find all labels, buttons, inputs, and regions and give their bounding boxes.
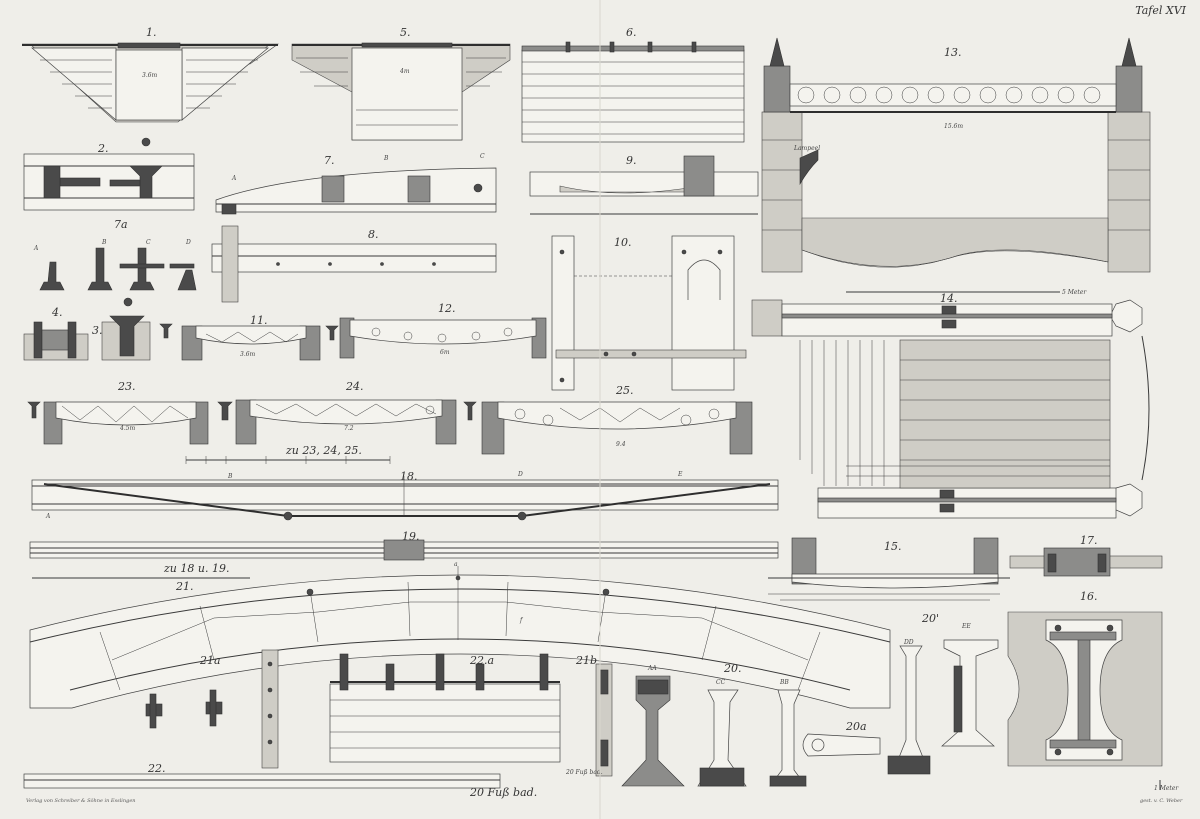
lamp-caption: Lampeel: [793, 145, 820, 152]
figure-1: 1. 3.6m: [22, 26, 279, 123]
figure-17-label: 17.: [1080, 534, 1098, 547]
figure-25: 25. 9.4: [481, 384, 753, 455]
figure-7: 7. A B C: [215, 153, 497, 215]
figure-2-label: 2.: [97, 142, 109, 155]
mark-D-fig18: D: [517, 471, 523, 478]
figure-13: 13. Lampeel: [761, 37, 1151, 273]
figure-21a: 21a: [145, 649, 279, 769]
figure-10: 10.: [551, 235, 747, 391]
figure-20a-label: 20a: [845, 720, 867, 733]
figure-20: 20. AA CC BB: [621, 662, 807, 787]
plate-title: Tafel XVI: [1135, 4, 1186, 17]
figure-21b-label: 21b: [575, 654, 597, 667]
figure-20a: 20a: [802, 720, 881, 757]
figure-18: 18. A B D E: [31, 470, 779, 521]
dim-fig13: 15.6m: [944, 123, 963, 130]
figure-23: 23. 4.5m: [27, 380, 209, 445]
figure-21b: 21b 20 Fuß bad.: [565, 654, 613, 777]
figure-22a-label: 22.a: [469, 654, 494, 667]
scale-label-21b: 20 Fuß bad.: [565, 769, 603, 776]
figure-15-label: 15.: [884, 540, 902, 553]
dim-fig5: 4m: [399, 68, 410, 75]
dim-fig25: 9.4: [616, 441, 626, 448]
mark-C-fig7: C: [480, 153, 485, 160]
mark-f-fig21: f: [519, 617, 524, 624]
scale-label-22: 20 Fuß bad.: [469, 786, 537, 799]
figure-12-label: 12.: [438, 302, 456, 315]
figure-3-label: 3.: [92, 324, 103, 337]
figure-6: 6.: [521, 26, 745, 143]
figure-8-label: 8.: [368, 228, 379, 241]
scale-label-14: 5 Meter: [1062, 289, 1087, 296]
publisher-imprint: Verlag von Schreiber & Söhne in Esslinge…: [26, 798, 136, 804]
figure-5: 5. 4m: [291, 26, 511, 141]
figure-20b-label: 20': [921, 612, 939, 625]
mark-A-fig18: A: [45, 513, 51, 520]
figure-4-label: 4.: [51, 306, 63, 319]
mark-D-fig7a: D: [185, 239, 191, 246]
figure-11: 11. 3.6m: [181, 314, 339, 361]
figure-19: 19. zu 18 u. 19.: [29, 530, 779, 579]
figure-11-label: 11.: [250, 314, 268, 327]
figure-20b: 20' DD EE: [887, 612, 999, 775]
mark-B-fig7: B: [383, 155, 389, 162]
engraver-imprint: gest. v. C. Weber: [1140, 798, 1183, 804]
figure-25-label: 25.: [615, 384, 634, 397]
scale-bar-23-25: zu 23, 24, 25.: [185, 444, 391, 464]
figure-3: 3.: [92, 297, 173, 361]
figure-10-label: 10.: [614, 236, 632, 249]
scale-label-18-19: zu 18 u. 19.: [163, 562, 229, 575]
figure-7-label: 7.: [324, 154, 335, 167]
figure-21a-label: 21a: [199, 654, 221, 667]
scale-label-16: 1 Meter: [1154, 785, 1179, 792]
figure-9-label: 9.: [626, 154, 637, 167]
figure-24: 24. 7.2: [217, 380, 477, 445]
mark-A-fig7: A: [231, 175, 237, 182]
figure-9: 9.: [529, 154, 759, 215]
figure-23-label: 23.: [117, 380, 136, 393]
figure-4: 4.: [23, 306, 89, 361]
figure-1-label: 1.: [146, 26, 157, 39]
figure-14: 14. 5 Meter: [751, 289, 1150, 519]
figure-22: 22. 20 Fuß bad.: [23, 762, 537, 799]
figure-21-label: 21.: [175, 580, 194, 593]
mark-EE-fig20: EE: [961, 623, 971, 630]
figure-2: 2.: [23, 137, 195, 211]
figure-21: 21. a f: [29, 561, 891, 709]
mark-B-fig18: B: [227, 473, 233, 480]
mark-AA-fig20: AA: [647, 665, 657, 672]
mark-C-fig7a: C: [146, 239, 151, 246]
mark-a-fig21: a: [454, 561, 458, 568]
mark-CC-fig20: CC: [716, 679, 726, 686]
mark-A-fig7a: A: [33, 245, 39, 252]
figure-24-label: 24.: [345, 380, 364, 393]
mark-DD-fig20: DD: [903, 639, 914, 646]
mark-B-fig7a: B: [101, 239, 107, 246]
figure-20-label: 20.: [723, 662, 742, 675]
figure-16: 16. 1 Meter: [1007, 590, 1179, 792]
figure-6-label: 6.: [626, 26, 637, 39]
dim-fig12: 6m: [440, 349, 450, 356]
figure-5-label: 5.: [400, 26, 411, 39]
figure-22-label: 22.: [147, 762, 166, 775]
figure-22a: 22.a: [329, 653, 561, 763]
figure-14-label: 14.: [940, 292, 958, 305]
figure-15: 15.: [768, 537, 1010, 601]
dim-fig1: 3.6m: [142, 72, 158, 79]
figure-7a: 7a A B C D: [33, 218, 197, 291]
figure-12: 12. 6m: [339, 302, 547, 359]
figure-7a-label: 7a: [114, 218, 128, 231]
dim-fig23: 4.5m: [119, 425, 136, 432]
mark-E-fig18: E: [677, 471, 683, 478]
scale-label-23-25: zu 23, 24, 25.: [285, 444, 362, 457]
figure-16-label: 16.: [1080, 590, 1098, 603]
figure-17: 17.: [1009, 534, 1163, 577]
figure-8: 8.: [211, 225, 497, 303]
figure-13-label: 13.: [944, 46, 962, 59]
dim-fig11: 3.6m: [240, 351, 256, 358]
mark-BB-fig20: BB: [779, 679, 789, 686]
dim-fig24: 7.2: [344, 425, 354, 432]
